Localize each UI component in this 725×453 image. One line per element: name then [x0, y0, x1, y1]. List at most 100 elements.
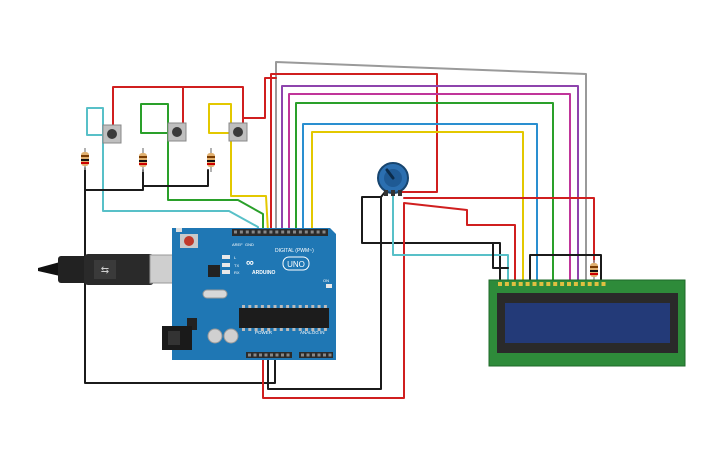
usb-plug-body — [58, 256, 88, 283]
wire-red-power[interactable] — [262, 202, 516, 399]
lcd-screen — [505, 303, 670, 343]
chip-pin-bottom-4 — [260, 328, 264, 331]
digital-pin-8 — [275, 230, 279, 234]
lcd-pin-3 — [511, 282, 516, 286]
analog-pin-5 — [323, 353, 326, 357]
digital-pin-9 — [281, 230, 285, 234]
wire-red-lcd-backlight[interactable] — [403, 197, 595, 263]
usb-cable[interactable]: ⇆ — [38, 254, 181, 285]
usb-icon: ⇆ — [101, 265, 109, 276]
digital-pin-7 — [269, 230, 273, 234]
power-pin-5 — [270, 353, 273, 357]
lcd-pin-15 — [594, 282, 599, 286]
chip-pin-bottom-11 — [305, 328, 308, 331]
wire-green-lcd[interactable] — [295, 102, 554, 284]
digital-pin-10 — [287, 230, 291, 234]
digital-pin-6 — [263, 230, 267, 234]
chip-pin-bottom-12 — [311, 328, 315, 331]
lcd-pins — [498, 282, 606, 286]
digital-pin-5 — [257, 230, 261, 234]
digital-pin-14 — [310, 230, 314, 234]
digital-pin-11 — [293, 230, 296, 234]
led-rx-label: RX — [234, 270, 240, 275]
chip-pin-top-9 — [292, 305, 296, 308]
lcd-pin-13 — [580, 282, 585, 286]
wire-cyan-button[interactable] — [86, 107, 259, 233]
wire-magenta[interactable] — [288, 93, 571, 284]
chip-pin-bottom-9 — [292, 328, 296, 331]
chip-pin-top-13 — [317, 305, 321, 308]
board-model: UNO — [287, 260, 305, 269]
lcd-pin-6 — [532, 282, 537, 286]
analog-header-label: ANALOG IN — [300, 330, 325, 335]
digital-header-label: DIGITAL (PWM~) — [275, 248, 314, 254]
wire-black-ground[interactable] — [84, 189, 276, 384]
capacitor-2 — [223, 328, 239, 344]
digital-pin-12 — [298, 230, 302, 234]
power-pin-2 — [253, 353, 257, 357]
pushbutton-2-cap[interactable] — [172, 127, 182, 137]
resistor-4[interactable] — [590, 260, 598, 282]
power-pin-6 — [275, 353, 279, 357]
wire-black-buttons[interactable] — [84, 167, 209, 191]
pushbutton-1[interactable] — [102, 124, 122, 144]
wire-red-buttons[interactable] — [112, 77, 277, 126]
power-jack-hole — [168, 331, 180, 345]
usb-plug-tip — [38, 262, 60, 276]
digital-pin-3 — [245, 230, 249, 234]
wire-yellow-lcd[interactable] — [311, 131, 524, 284]
analog-pin-3 — [312, 353, 315, 357]
lcd-pin-12 — [573, 282, 578, 286]
lcd-pin-10 — [560, 282, 565, 286]
arduino-uno-board[interactable]: DIGITAL (PWM~) AREF GND L TX RX ∞ ARDUIN… — [162, 228, 336, 360]
wire-black-lcd[interactable] — [492, 242, 602, 284]
crystal-oscillator — [202, 289, 228, 299]
chip-pin-bottom-2 — [248, 328, 252, 331]
arduino-infinity-icon: ∞ — [246, 257, 254, 269]
wire-gray[interactable] — [275, 61, 587, 284]
reset-button[interactable] — [184, 236, 194, 246]
chip-pin-bottom-1 — [242, 328, 245, 331]
led-tx-label: TX — [234, 263, 239, 268]
pushbutton-3[interactable] — [228, 122, 248, 142]
wire-green-button[interactable] — [140, 103, 264, 233]
led-tx — [222, 263, 230, 267]
pushbutton-3-cap[interactable] — [233, 127, 243, 137]
analog-header — [299, 352, 333, 358]
wire-red-top[interactable] — [270, 73, 438, 233]
led-on — [326, 284, 332, 288]
power-pin-4 — [264, 353, 268, 357]
wire-purple[interactable] — [281, 85, 579, 284]
chip-pin-top-14 — [323, 305, 327, 308]
analog-pin-6 — [328, 353, 332, 357]
power-pin-7 — [281, 353, 284, 357]
led-l-label: L — [234, 255, 237, 260]
power-pin-3 — [259, 353, 262, 357]
chip-pin-top-2 — [248, 305, 252, 308]
led-rx — [222, 270, 230, 274]
digital-pins — [234, 230, 326, 234]
resistor-3[interactable] — [207, 148, 215, 172]
chip-pin-bottom-8 — [286, 328, 290, 331]
resistor-2[interactable] — [139, 148, 147, 172]
lcd-pin-5 — [525, 282, 530, 286]
power-header-label: POWER — [255, 330, 273, 335]
analog-pin-1 — [301, 353, 304, 357]
potentiometer[interactable] — [377, 162, 409, 196]
voltage-regulator — [187, 318, 197, 330]
wires — [84, 61, 602, 399]
chip-pin-top-6 — [273, 305, 277, 308]
board-hole — [176, 228, 182, 232]
wire-blue[interactable] — [302, 123, 538, 284]
chip-pin-top-5 — [267, 305, 271, 308]
pushbutton-2[interactable] — [167, 122, 187, 142]
lcd-pin-7 — [539, 282, 544, 286]
lcd-display[interactable] — [488, 279, 686, 367]
wire-cyan-pot[interactable] — [392, 191, 509, 284]
pushbutton-1-cap[interactable] — [107, 129, 117, 139]
resistor-1[interactable] — [81, 148, 89, 170]
digital-pin-1 — [234, 230, 237, 234]
bottom-pins — [248, 353, 332, 357]
wire-yellow-button[interactable] — [208, 103, 269, 233]
